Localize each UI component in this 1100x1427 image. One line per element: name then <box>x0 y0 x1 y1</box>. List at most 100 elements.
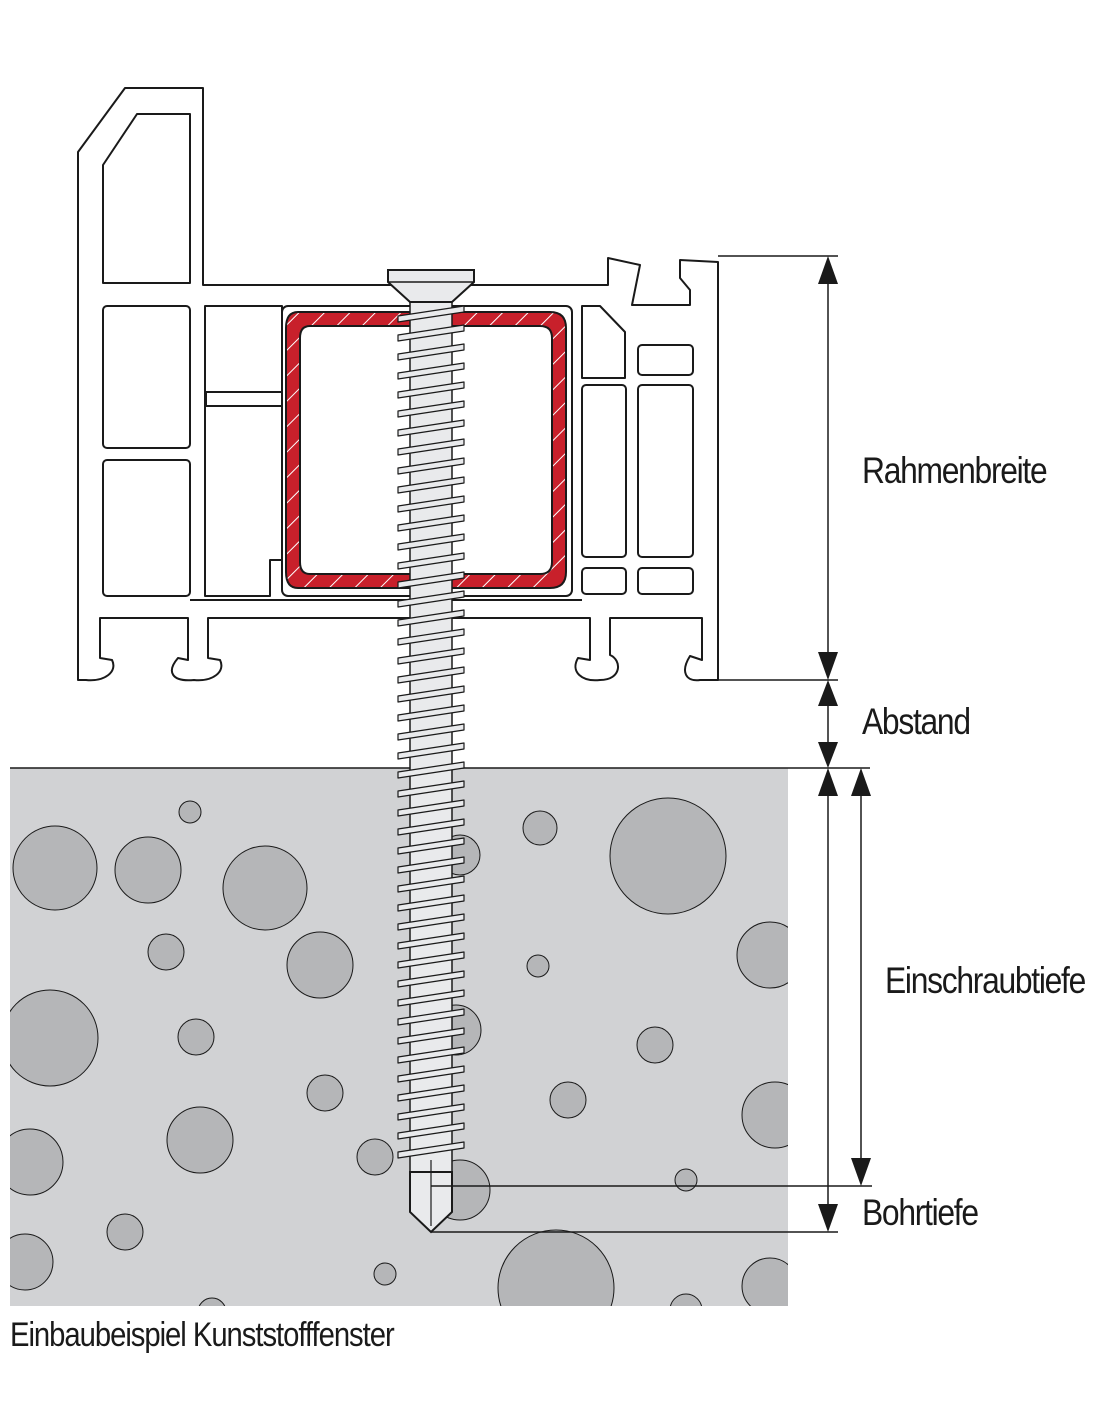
aggregate-stone <box>356 1138 394 1176</box>
screw-thread <box>397 438 465 456</box>
screw-thread <box>397 704 465 722</box>
reinforcement-hatched-section <box>285 311 567 589</box>
screw-thread <box>397 514 465 532</box>
screw-thread <box>397 1141 465 1159</box>
arrow-drill-top <box>818 768 838 796</box>
screw-thread <box>397 1122 465 1140</box>
chamber-right-small <box>637 344 694 376</box>
screw-thread <box>397 381 465 399</box>
label-drill-depth: Bohrtiefe <box>862 1192 979 1233</box>
screw-thread <box>397 1046 465 1064</box>
chamber-right-top <box>581 305 626 379</box>
aggregate-stone <box>10 1233 54 1291</box>
aggregate-stone <box>609 797 727 915</box>
chamber-right-mid-b <box>637 384 694 558</box>
aggregate-stone <box>286 931 354 999</box>
screw-thread <box>397 894 465 912</box>
screw-thread <box>397 1008 465 1026</box>
aggregate-stone <box>10 1128 64 1196</box>
concrete-screw <box>387 269 475 1234</box>
aggregate-stone <box>373 1262 397 1286</box>
aggregate-stone <box>10 989 99 1087</box>
chamber-right-bottom-a <box>581 567 627 595</box>
screw-thread <box>397 495 465 513</box>
aggregate-stone <box>106 1213 144 1251</box>
aggregate-stone <box>306 1074 344 1112</box>
aggregate-stone <box>526 954 550 978</box>
screw-thread <box>397 685 465 703</box>
arrow-drill-bottom <box>818 1204 838 1232</box>
aggregate-stone <box>636 1026 674 1064</box>
screw-thread <box>397 324 465 342</box>
screw-thread <box>397 970 465 988</box>
screw-thread <box>397 476 465 494</box>
aggregate-stone <box>674 1168 698 1192</box>
arrow-frame-top <box>818 256 838 284</box>
arrow-gap-bottom <box>818 742 838 768</box>
screw-thread <box>397 552 465 570</box>
aggregate-stone <box>522 810 558 846</box>
screw-thread <box>397 780 465 798</box>
screw-thread <box>397 609 465 627</box>
aggregate-stone <box>198 1297 226 1306</box>
aggregate-stone <box>736 921 788 989</box>
screw-thread <box>397 628 465 646</box>
screw-thread <box>397 856 465 874</box>
screw-thread <box>397 742 465 760</box>
screw-thread <box>397 837 465 855</box>
aggregate-stone <box>741 1081 788 1149</box>
chamber-right-mid-a <box>581 384 627 558</box>
screw-thread <box>397 590 465 608</box>
aggregate-stone <box>12 825 98 911</box>
chamber-right-bottom-b <box>637 567 694 595</box>
aggregate-stone <box>166 1106 234 1174</box>
screw-thread <box>397 571 465 589</box>
screw-thread <box>397 305 465 323</box>
screw-thread <box>397 761 465 779</box>
screw-thread <box>397 1103 465 1121</box>
aggregate-stone <box>497 1229 615 1306</box>
label-screw-depth: Einschraubtiefe <box>885 960 1086 1001</box>
aggregate-stone <box>177 1018 215 1056</box>
aggregate-stone <box>114 836 182 904</box>
screw-thread <box>397 723 465 741</box>
chamber-top-left <box>102 113 191 284</box>
window-frame-profile <box>77 87 719 682</box>
screw-thread <box>397 533 465 551</box>
label-gap: Abstand <box>862 701 971 742</box>
dimension-arrows <box>818 256 871 1232</box>
caption: Einbaubeispiel Kunststofffenster <box>10 1316 395 1354</box>
screw-threads <box>397 305 465 1159</box>
arrow-frame-bottom <box>818 652 838 680</box>
screw-thread <box>397 362 465 380</box>
screw-thread <box>397 1065 465 1083</box>
steel-reinforcement <box>285 311 567 589</box>
aggregate-stone <box>741 1257 788 1306</box>
aggregate-stone <box>147 933 185 971</box>
screw-thread <box>397 989 465 1007</box>
aggregate-stone <box>669 1293 703 1306</box>
screw-thread <box>397 875 465 893</box>
screw-thread <box>397 457 465 475</box>
screw-thread <box>397 419 465 437</box>
screw-thread <box>397 647 465 665</box>
screw-thread <box>397 400 465 418</box>
screw-thread <box>397 666 465 684</box>
chamber-left-2 <box>102 459 191 597</box>
aggregate-stones <box>10 797 788 1306</box>
label-frame-width: Rahmenbreite <box>862 450 1048 491</box>
arrow-screw-top <box>851 768 871 796</box>
screw-thread <box>397 818 465 836</box>
screw-thread <box>397 1027 465 1045</box>
chamber-mid-left <box>204 305 283 597</box>
screw-thread <box>397 799 465 817</box>
aggregate-stone <box>178 800 202 824</box>
chamber-left-1 <box>102 305 191 449</box>
screw-thread <box>397 913 465 931</box>
arrow-screw-bottom <box>851 1158 871 1186</box>
concrete-wall <box>10 767 870 1306</box>
dimension-lines <box>431 255 872 1233</box>
aggregate-stone <box>549 1081 587 1119</box>
screw-thread <box>397 1084 465 1102</box>
